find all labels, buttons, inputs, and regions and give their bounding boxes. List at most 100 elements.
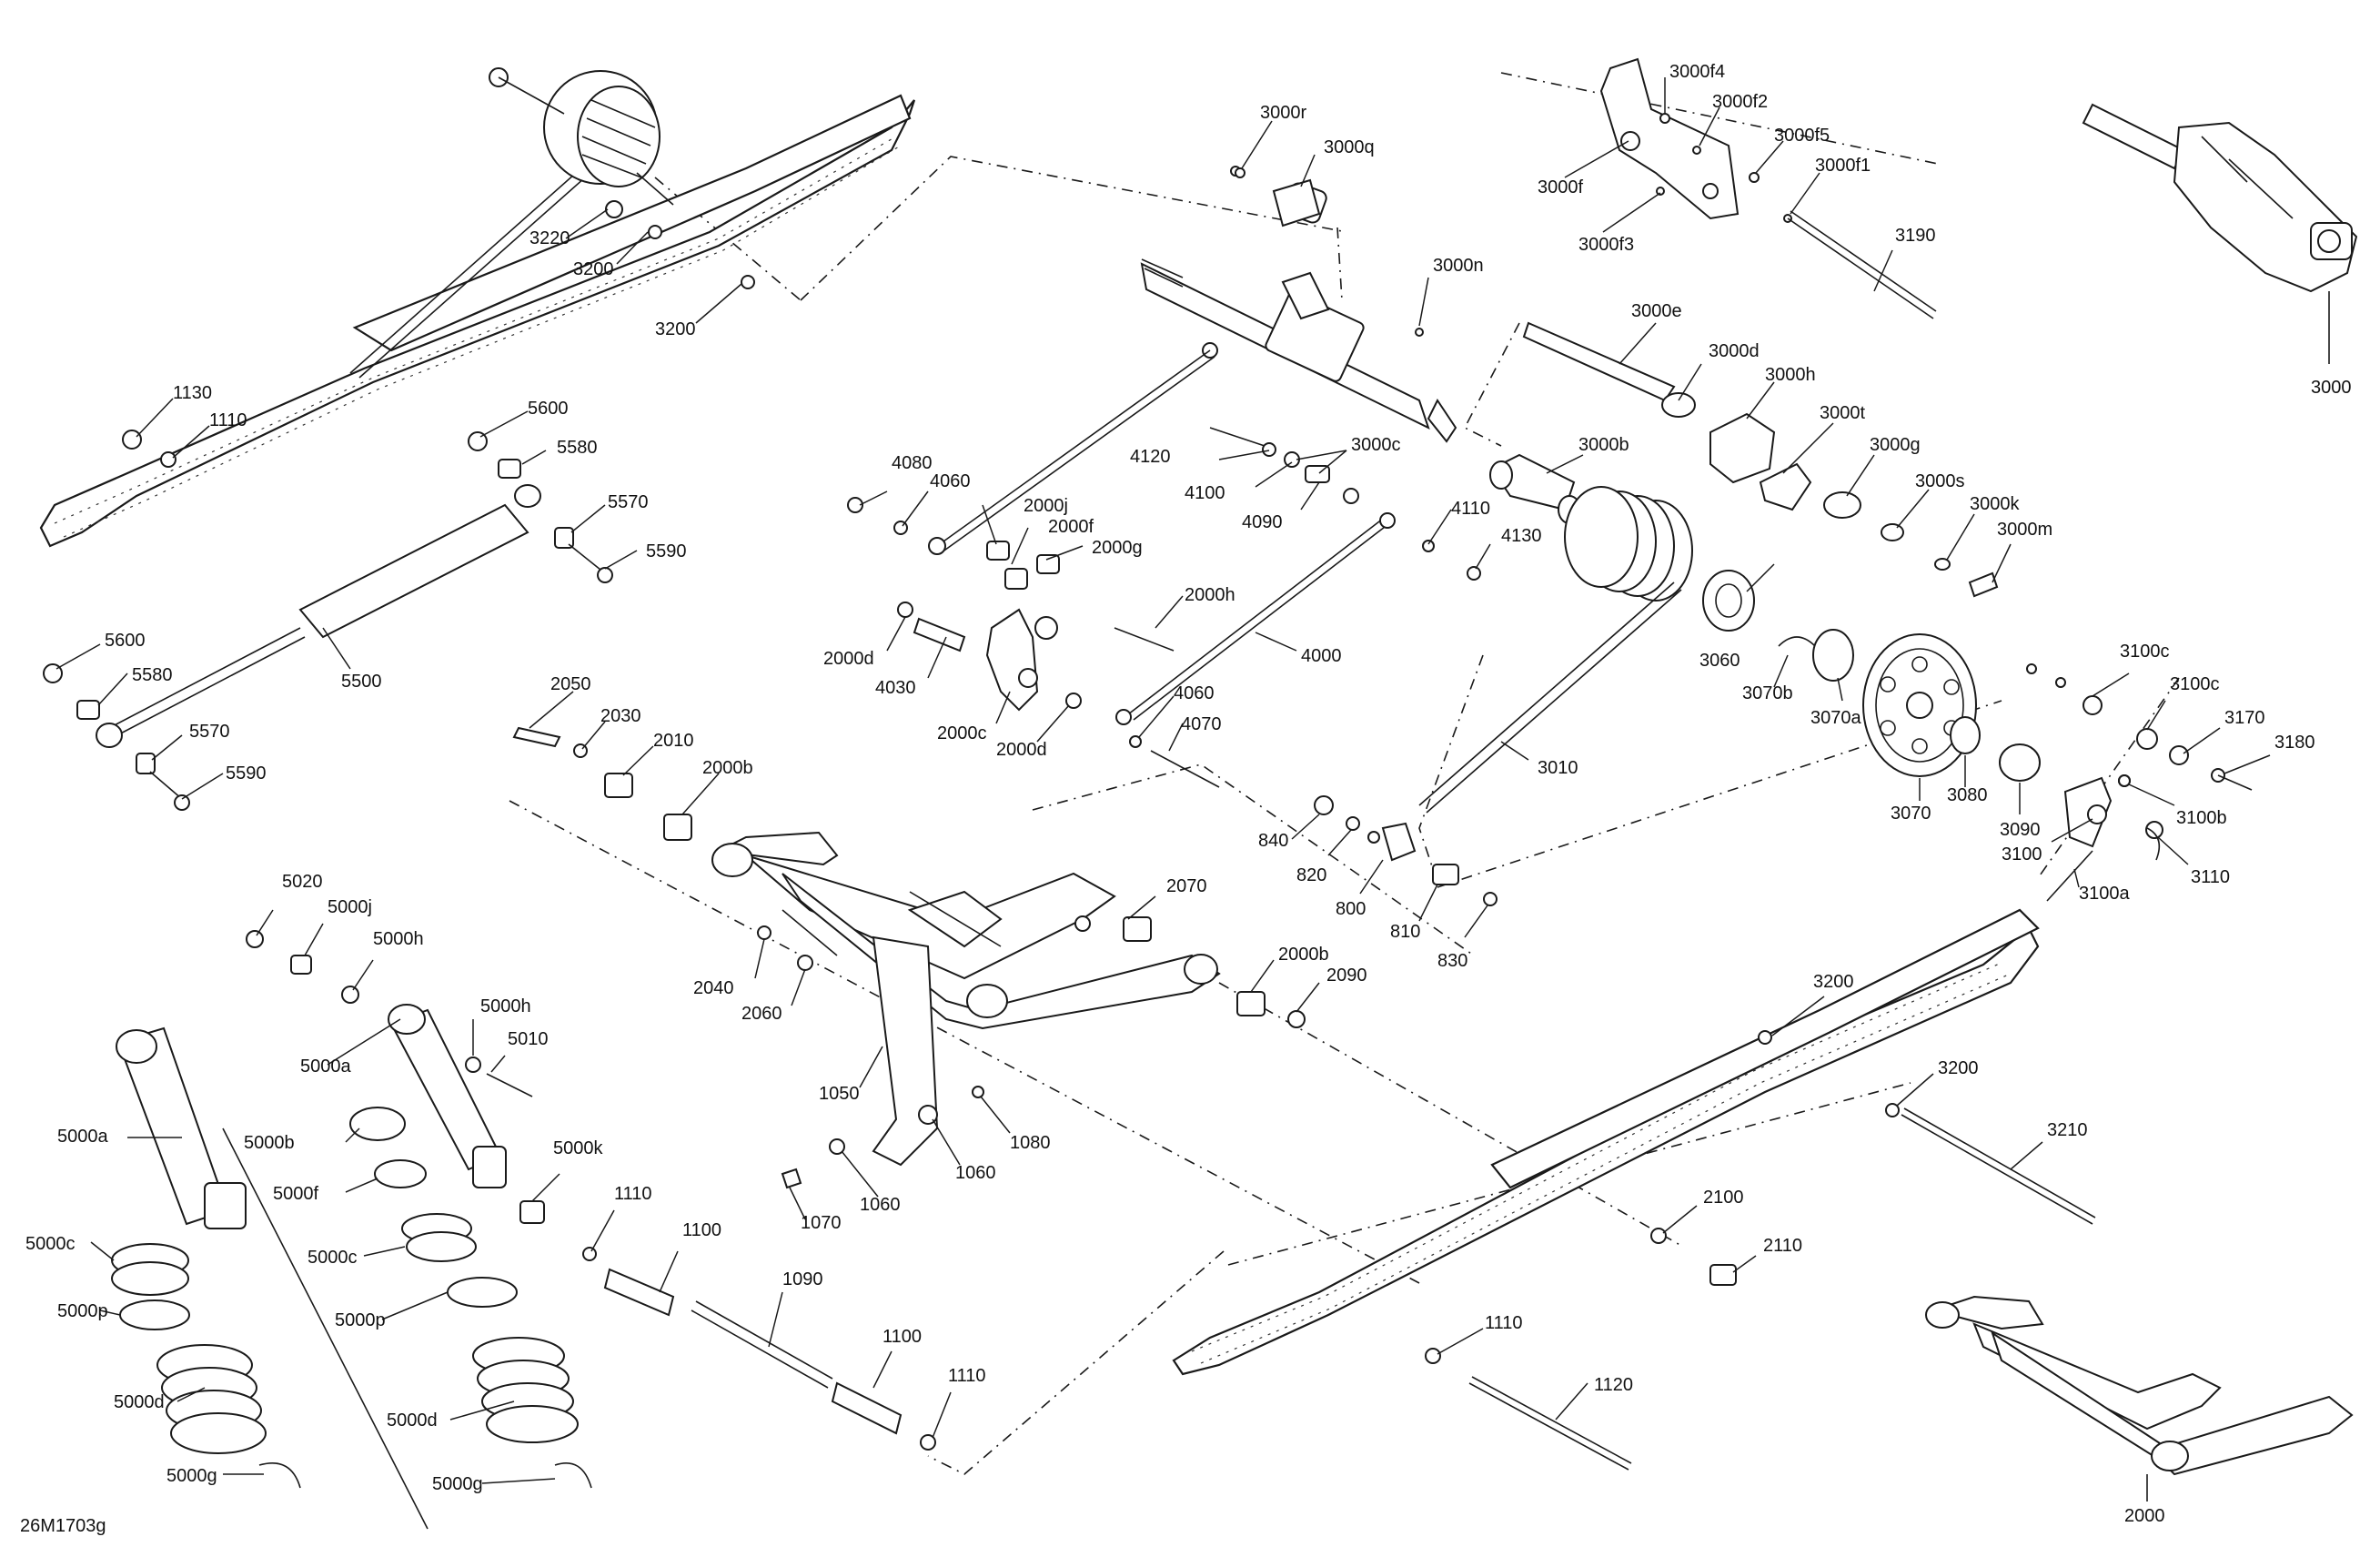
- callout-label: 2000b: [1278, 945, 1329, 965]
- callout-label: 3000g: [1870, 435, 1921, 455]
- assembly-guide-lines: [509, 72, 2180, 1475]
- callout-label: 2040: [693, 978, 734, 998]
- callout-label: 1110: [209, 410, 247, 430]
- callout-label: 3200: [573, 259, 614, 279]
- callout-label: 2000: [2124, 1506, 2165, 1526]
- callout-label: 5590: [226, 763, 267, 784]
- callout-label: 2070: [1166, 876, 1207, 896]
- callout-label: 830: [1437, 951, 1467, 971]
- callout-label: 3000s: [1915, 471, 1965, 491]
- callout-label: 4110: [1451, 499, 1490, 519]
- callout-label: 3010: [1538, 758, 1578, 778]
- callout-label: 5010: [508, 1029, 549, 1049]
- callout-label: 800: [1336, 899, 1366, 919]
- callout-label: 3220: [529, 228, 570, 248]
- callout-label: 1090: [782, 1269, 823, 1289]
- callout-label: 2000h: [1185, 585, 1235, 605]
- callout-label: 5000b: [244, 1133, 295, 1153]
- callout-label: 4080: [892, 453, 933, 473]
- arm-2000c: [847, 497, 1396, 788]
- leader-lines: [55, 77, 2271, 1484]
- callout-label: 5600: [528, 399, 569, 419]
- callout-label: 5570: [189, 722, 230, 742]
- callout-label: 3100a: [2079, 884, 2130, 904]
- callout-label: 2100: [1703, 1188, 1744, 1208]
- callout-label: 3000f3: [1578, 235, 1634, 255]
- front-shock-assembly: [111, 930, 936, 1530]
- callout-label: 3070: [1891, 804, 1931, 824]
- callout-label: 5500: [341, 672, 382, 692]
- callout-label: 5000d: [387, 1410, 438, 1431]
- idler-wheel-3070: [1702, 570, 2041, 782]
- parts-800-group: [1314, 795, 1498, 906]
- callout-label: 5590: [646, 541, 687, 561]
- callout-label: 3200: [655, 319, 696, 339]
- callout-label: 4090: [1242, 512, 1283, 532]
- callout-label: 1070: [801, 1213, 842, 1233]
- callout-label: 4060: [1174, 683, 1215, 703]
- callout-label: 5000p: [57, 1301, 108, 1321]
- callout-label: 3000: [2311, 378, 2352, 398]
- callout-label: 2000b: [702, 758, 753, 778]
- callout-label: 4100: [1185, 483, 1225, 503]
- callout-label: 5000h: [480, 996, 531, 1016]
- callout-label: 5000g: [166, 1466, 217, 1486]
- callout-label: 5000f: [273, 1184, 318, 1204]
- callout-label: 4000: [1301, 646, 1342, 666]
- callout-label: 3070a: [1810, 708, 1861, 728]
- callout-label: 3100c: [2120, 642, 2170, 662]
- callout-label: 3000m: [1997, 520, 2052, 540]
- callout-label: 5600: [105, 631, 146, 651]
- callout-label: 3200: [1938, 1058, 1979, 1078]
- assembly-3000: [2082, 103, 2358, 364]
- part-3000q: [1235, 167, 1321, 228]
- callout-label: 2030: [600, 706, 641, 726]
- diagram-code: 26M1703g: [20, 1516, 106, 1536]
- callout-label: 5000d: [114, 1392, 165, 1412]
- callout-label: 2000j: [1024, 496, 1068, 516]
- callout-label: 4060: [930, 471, 971, 491]
- callout-label: 1100: [682, 1220, 721, 1240]
- callout-label: 4030: [875, 678, 916, 698]
- callout-label: 5580: [132, 665, 173, 685]
- callout-label: 5000j: [328, 897, 372, 917]
- bracket-3000f: [1599, 57, 1937, 319]
- bracket-3100: [2026, 663, 2253, 902]
- callout-label: 5000k: [553, 1138, 603, 1158]
- callout-label: 820: [1296, 865, 1326, 885]
- callout-label: 3000d: [1709, 341, 1760, 361]
- callout-label: 3000c: [1351, 435, 1401, 455]
- callout-label: 5000c: [308, 1248, 358, 1268]
- callout-label: 3190: [1895, 226, 1936, 246]
- callout-label: 1060: [955, 1163, 996, 1183]
- callout-label: 2060: [741, 1004, 782, 1024]
- callout-label: 5580: [557, 438, 598, 458]
- callout-labels: 3220 3200 3200 1130 1110 5600 5580 5570 …: [25, 62, 2352, 1526]
- callout-label: 1130: [173, 383, 212, 403]
- callout-label: 3080: [1947, 785, 1988, 805]
- left-rail-assembly: [39, 67, 916, 548]
- callout-label: 3100b: [2176, 808, 2227, 828]
- callout-label: 3000q: [1324, 137, 1375, 157]
- callout-label: 3170: [2224, 708, 2265, 728]
- callout-label: 5570: [608, 492, 649, 512]
- callout-label: 1050: [819, 1084, 860, 1104]
- callout-label: 5000p: [335, 1310, 386, 1330]
- rear-arm-assembly: [512, 726, 1306, 1189]
- callout-label: 2000d: [996, 740, 1047, 760]
- callout-label: 1110: [614, 1184, 652, 1204]
- callout-label: 2000c: [937, 723, 987, 743]
- callout-label: 3000f1: [1815, 156, 1871, 176]
- callout-label: 2000g: [1092, 538, 1143, 558]
- callout-label: 3090: [2000, 820, 2041, 840]
- callout-label: 3180: [2274, 733, 2315, 753]
- callout-label: 840: [1258, 831, 1288, 851]
- callout-label: 4120: [1130, 447, 1171, 467]
- callout-label: 3070b: [1742, 683, 1793, 703]
- callout-label: 3000f5: [1774, 126, 1830, 146]
- callout-label: 3060: [1699, 651, 1740, 671]
- callout-label: 5000h: [373, 929, 424, 949]
- right-rail-assembly: [1172, 908, 2096, 1471]
- callout-label: 2010: [653, 731, 694, 751]
